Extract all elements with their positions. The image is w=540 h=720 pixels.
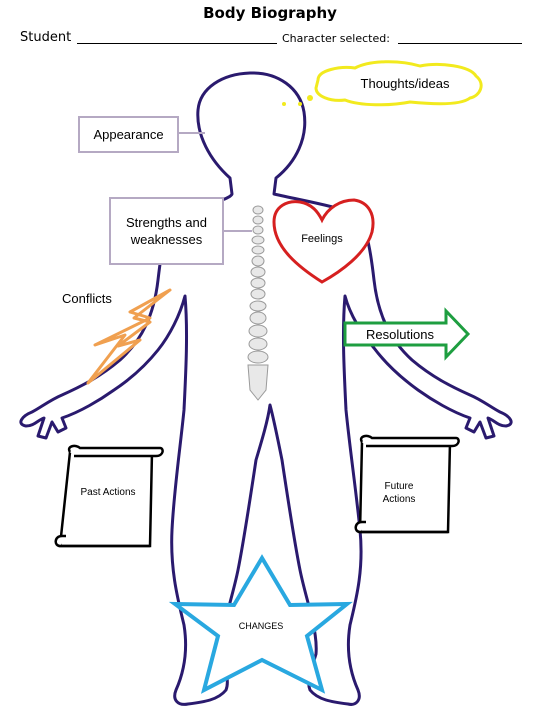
changes-label: CHANGES — [238, 621, 284, 631]
spine-icon — [247, 205, 269, 401]
character-label: Character selected: — [282, 32, 390, 45]
heart-icon — [272, 198, 375, 284]
thought-dot-tiny — [282, 102, 286, 106]
thought-dot-small — [298, 102, 302, 106]
student-name-line — [77, 43, 277, 44]
thoughts-label: Thoughts/ideas — [360, 76, 450, 91]
future-actions-label: Future Actions — [382, 481, 416, 505]
past-actions-label: Past Actions — [80, 487, 136, 498]
star-icon — [168, 554, 353, 694]
strengths-box: Strengths and weaknesses — [109, 197, 224, 265]
arrow-right-icon — [343, 307, 471, 361]
character-name-line — [398, 43, 522, 44]
resolutions-label: Resolutions — [366, 327, 434, 342]
student-label: Student — [20, 30, 72, 45]
thought-cloud-icon — [314, 60, 483, 107]
body-outline — [19, 71, 513, 706]
conflicts-label: Conflicts — [62, 291, 112, 306]
page-title: Body Biography — [203, 4, 337, 22]
scroll-icon — [54, 444, 164, 548]
feelings-label: Feelings — [301, 233, 343, 245]
appearance-box: Appearance — [78, 116, 179, 153]
scroll-icon — [354, 434, 460, 534]
lightning-icon — [86, 288, 172, 385]
strengths-label: Strengths and weaknesses — [126, 215, 207, 247]
appearance-label: Appearance — [93, 127, 164, 142]
thought-dot-large — [307, 95, 313, 101]
